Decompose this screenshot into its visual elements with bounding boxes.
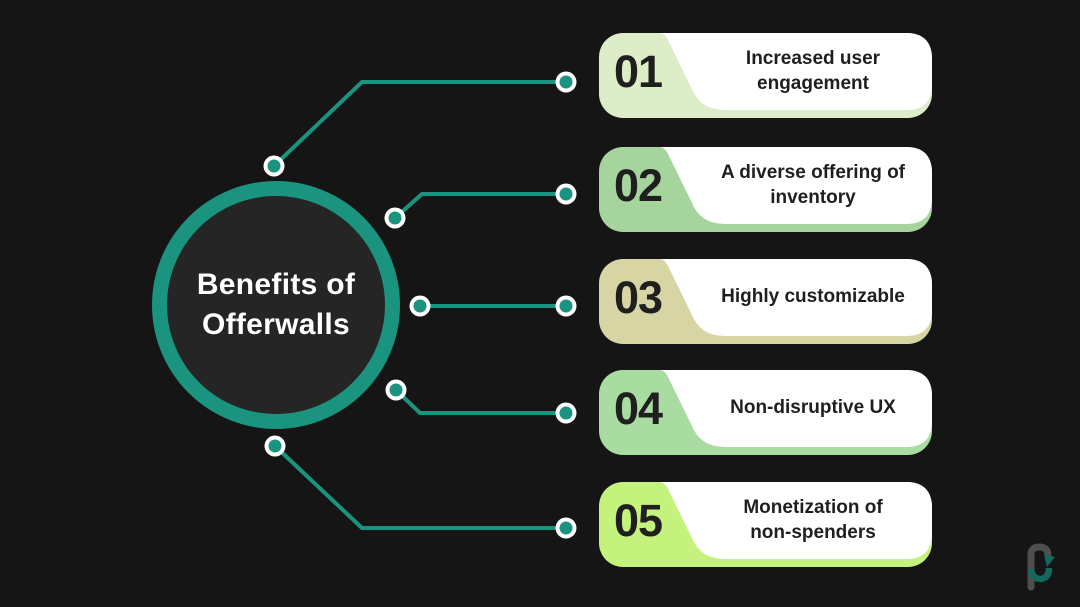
card-shape	[599, 259, 932, 344]
benefit-card-01: 01 Increased user engagement	[599, 33, 932, 118]
connector-line	[394, 388, 568, 415]
connector-dot	[384, 207, 406, 229]
connector-dot	[263, 155, 285, 177]
card-label: Increased user engagement	[745, 47, 881, 94]
connector-dot	[555, 183, 577, 205]
card-number: 04	[613, 382, 663, 434]
connector-dot	[264, 435, 286, 457]
card-label: Highly customizable	[721, 286, 905, 308]
benefit-card-03: 03 Highly customizable	[599, 259, 932, 344]
p-arrow-logo	[1027, 543, 1055, 591]
card-label: Non-disruptive UX	[730, 397, 896, 419]
benefit-card-04: 04 Non-disruptive UX	[599, 370, 932, 455]
connector-dot	[555, 517, 577, 539]
connector-dot	[385, 379, 407, 401]
benefit-card-02: 02 A diverse offering of inventory	[599, 147, 932, 232]
card-shape	[599, 33, 932, 118]
card-shape	[599, 482, 932, 567]
central-circle: Benefits of Offerwalls	[152, 181, 400, 429]
connector-dot	[555, 295, 577, 317]
card-number: 05	[613, 494, 663, 546]
card-shape	[599, 147, 932, 232]
connector-line	[273, 444, 568, 530]
card-number: 01	[613, 45, 663, 97]
connector-dot	[555, 402, 577, 424]
page-title: Benefits of Offerwalls	[196, 268, 356, 341]
benefit-card-05: 05 Monetization of non-spenders	[599, 482, 932, 567]
card-number: 03	[613, 271, 663, 323]
connector-dot	[409, 295, 431, 317]
card-label: A diverse offering of inventory	[720, 161, 906, 208]
connector-dot	[555, 71, 577, 93]
card-label: Monetization of non-spenders	[743, 496, 883, 543]
connector-line	[393, 192, 568, 220]
card-number: 02	[613, 159, 663, 211]
connector-line	[272, 80, 568, 168]
card-shape	[599, 370, 932, 455]
